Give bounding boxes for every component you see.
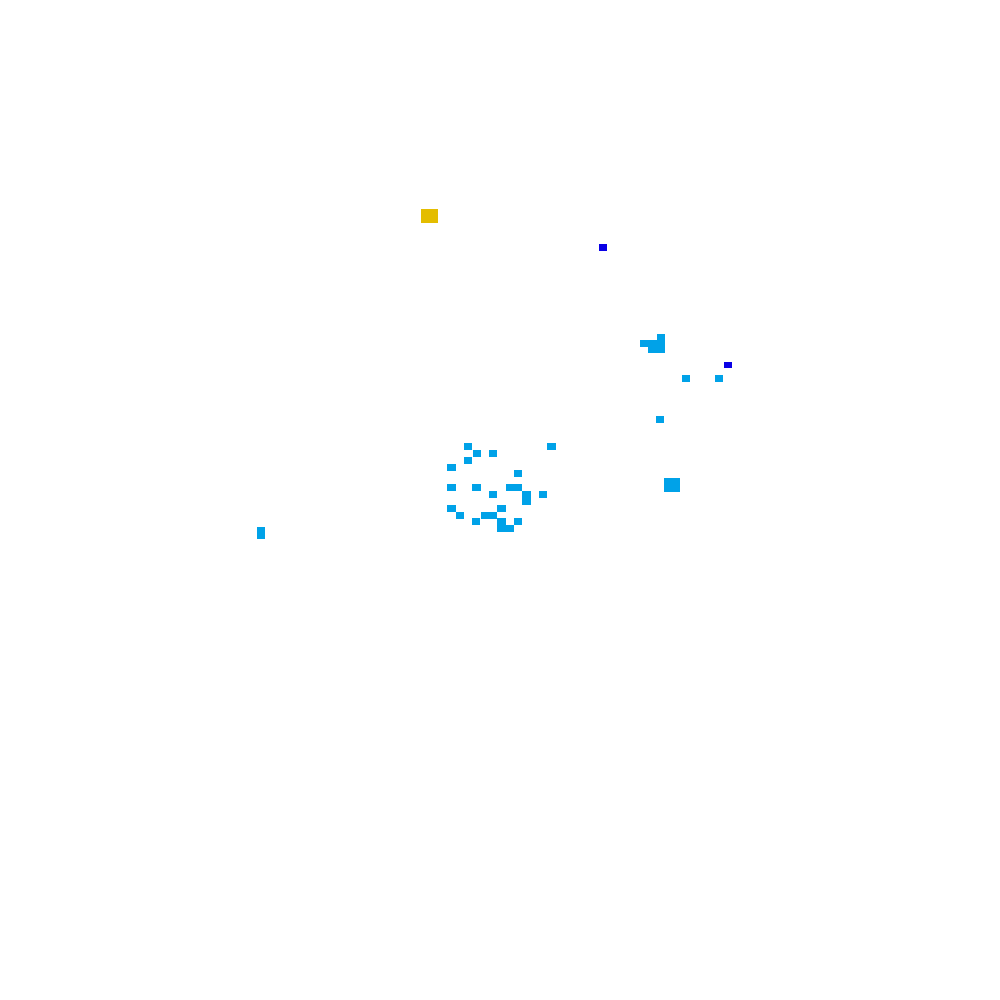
light-blue-cluster-center: [447, 443, 556, 532]
dark-blue-dot-2-cell-1: [724, 362, 732, 368]
dark-blue-dot-1-cell-1: [599, 244, 607, 251]
light-blue-cluster-center-cell-5: [464, 457, 472, 464]
light-blue-cluster-center-cell-7: [514, 470, 522, 477]
light-blue-cluster-center-cell-15: [497, 505, 506, 512]
light-blue-cluster-ne-cell-3: [648, 340, 665, 353]
dark-blue-dot-2: [724, 362, 732, 368]
light-blue-cluster-center-cell-8: [447, 484, 456, 491]
light-blue-square-cell-1: [664, 478, 680, 492]
light-blue-cluster-center-cell-10: [506, 484, 522, 491]
light-blue-cluster-center-cell-20: [514, 518, 522, 525]
light-blue-cluster-center-cell-9: [472, 484, 481, 491]
light-blue-cluster-center-cell-11: [489, 491, 497, 498]
light-blue-cluster-center-cell-2: [547, 443, 556, 450]
dark-blue-dot-1: [599, 244, 607, 251]
light-blue-cluster-center-cell-16: [456, 512, 464, 519]
light-blue-cluster-center-cell-14: [447, 505, 456, 512]
light-blue-cluster-center-cell-19: [497, 518, 506, 525]
light-blue-square: [664, 478, 680, 492]
cells-layer: [257, 209, 732, 539]
light-blue-marker-west-cell-1: [257, 527, 265, 539]
light-blue-cluster-ne-cell-6: [656, 416, 664, 423]
light-blue-cluster-center-cell-4: [489, 450, 497, 457]
light-blue-cluster-center-cell-21: [497, 525, 514, 532]
gold-block-cell-1: [421, 209, 438, 223]
light-blue-cluster-center-cell-17: [481, 512, 497, 519]
light-blue-cluster-center-cell-6: [447, 464, 456, 471]
gold-block: [421, 209, 438, 223]
light-blue-cluster-center-cell-3: [473, 450, 481, 457]
light-blue-marker-west: [257, 527, 265, 539]
light-blue-cluster-center-cell-13: [539, 491, 547, 498]
light-blue-cluster-ne-cell-2: [657, 334, 665, 340]
light-blue-cluster-center-cell-18: [472, 518, 480, 525]
light-blue-cluster-center-cell-1: [464, 443, 472, 450]
light-blue-cluster-ne-cell-1: [640, 340, 649, 347]
light-blue-cluster-ne: [640, 334, 723, 423]
light-blue-cluster-center-cell-12: [522, 491, 531, 505]
light-blue-cluster-ne-cell-5: [715, 375, 723, 382]
light-blue-cluster-ne-cell-4: [682, 375, 690, 382]
